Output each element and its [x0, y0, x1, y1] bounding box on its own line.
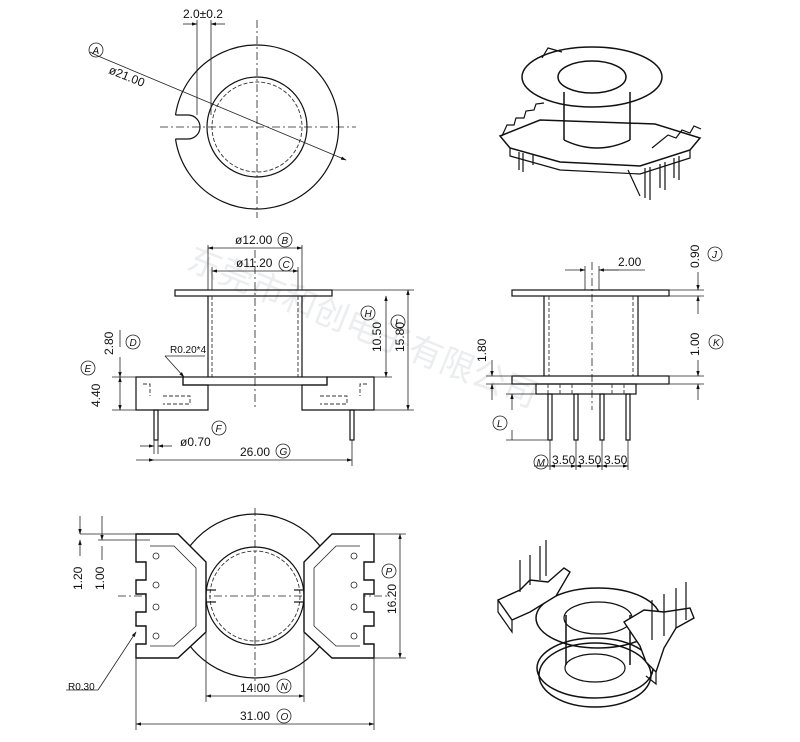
bubble-n: N	[281, 682, 289, 693]
diam-c-label: ø11.20	[236, 256, 273, 270]
iso-view-bottom	[496, 540, 695, 708]
bubble-e: E	[85, 364, 92, 375]
bubble-a: A	[92, 46, 100, 57]
dim-120-label: 1.20	[71, 566, 85, 590]
dim-n-label: 14.00	[240, 681, 270, 695]
radius-note-bottom: R0.30	[68, 682, 95, 693]
bubble-c: C	[283, 260, 291, 271]
pin-diam-label: ø0.70	[180, 435, 211, 449]
bubble-d: D	[130, 338, 137, 349]
bubble-i: I	[395, 318, 398, 329]
bubble-l: L	[497, 419, 503, 430]
bubble-m: M	[537, 458, 546, 469]
dim-k-label: 1.00	[688, 332, 702, 356]
dim-e-label: 4.40	[89, 383, 103, 407]
dim-h-label: 10.50	[370, 322, 384, 352]
outer-diameter-label: ø21.00	[107, 63, 147, 90]
pitch-2-label: 3.50	[578, 453, 602, 467]
dim-o-label: 31.00	[240, 709, 270, 723]
bubble-o: O	[281, 712, 289, 723]
pitch-3-label: 3.50	[604, 453, 628, 467]
pitch-1-label: 3.50	[552, 453, 576, 467]
front-view: ø12.00 B ø11.20 C 4.40 E 2.80 D R	[80, 232, 414, 466]
dim-p-label: 16.20	[385, 584, 399, 614]
slot-width-label: 2.0±0.2	[183, 7, 223, 21]
pin-span-label: 26.00	[240, 445, 270, 459]
bubble-p: P	[386, 567, 393, 578]
bubble-k: K	[713, 338, 721, 349]
bubble-f: F	[216, 424, 223, 435]
dim-d-label: 2.80	[102, 331, 116, 355]
dim-100-label: 1.00	[93, 566, 107, 590]
top-view: ø21.00 A 2.0±0.2	[88, 7, 356, 218]
radius-note-front: R0.20*4	[170, 345, 207, 356]
dim-top-label: 2.00	[618, 255, 642, 269]
bubble-j: J	[711, 250, 718, 261]
dim-j-label: 0.90	[688, 244, 702, 268]
iso-view-top	[498, 46, 702, 200]
bottom-view: 1.20 1.00 16.20 P R0.30 14.00 N 31.00 O	[66, 508, 406, 730]
side-view: 2.00 0.90 J 1.00 K 1.80 L	[475, 244, 724, 470]
bubble-b: B	[282, 236, 289, 247]
bubble-g: G	[280, 447, 288, 458]
bubble-h: H	[365, 309, 373, 320]
diam-b-label: ø12.00	[235, 233, 273, 247]
dim-left-label: 1.80	[475, 338, 489, 362]
